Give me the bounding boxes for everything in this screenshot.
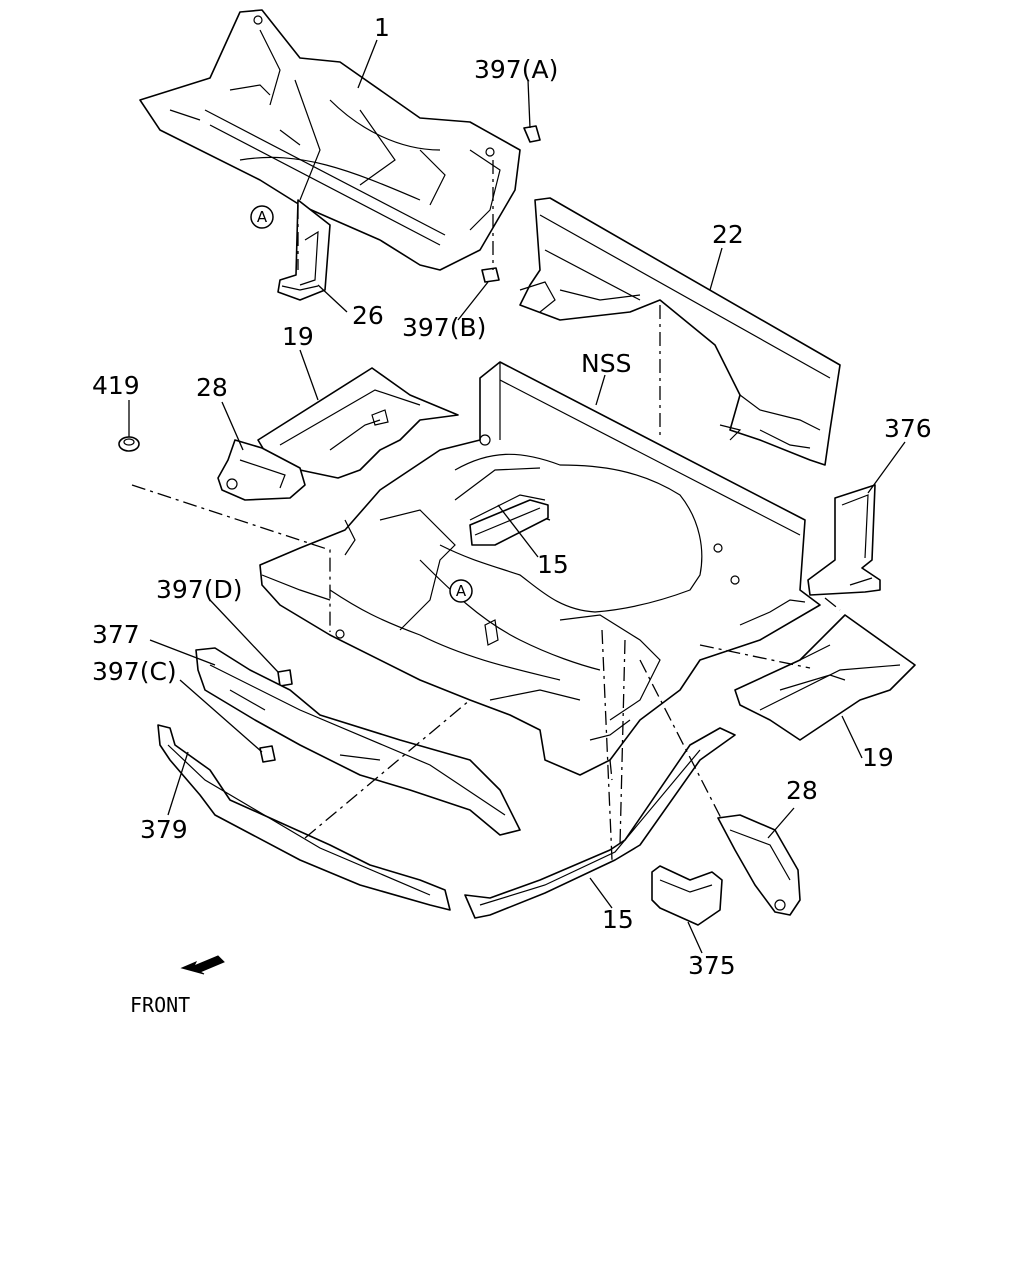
part-419-grommet <box>118 436 140 452</box>
leader-lines <box>128 39 906 954</box>
label-19-right: 19 <box>862 743 894 772</box>
part-1-floor-panel <box>139 9 521 271</box>
front-label: FRONT <box>130 993 190 1017</box>
marker-a-top-text: A <box>257 208 268 226</box>
part-375-panel <box>651 865 723 926</box>
label-397d: 397(D) <box>156 575 242 604</box>
marker-a-center: A <box>449 579 473 603</box>
label-22: 22 <box>712 220 744 249</box>
part-397d-clip <box>277 669 293 687</box>
part-15-rail-center <box>469 499 549 546</box>
marker-a-center-text: A <box>456 582 467 600</box>
label-376: 376 <box>884 414 932 443</box>
part-labels: 1 397(A) 22 26 397(B) 19 28 419 NSS 376 … <box>92 13 932 980</box>
marker-a-top: A <box>250 205 274 229</box>
label-397a: 397(A) <box>474 55 558 84</box>
label-375: 375 <box>688 951 736 980</box>
part-28-bracket-top <box>217 439 306 501</box>
label-379: 379 <box>140 815 188 844</box>
label-28-top: 28 <box>196 373 228 402</box>
label-nss: NSS <box>581 349 631 378</box>
label-28-right: 28 <box>786 776 818 805</box>
label-26: 26 <box>352 301 384 330</box>
label-1: 1 <box>374 13 390 42</box>
part-19-floor-side-right <box>734 614 916 741</box>
part-397b-clip <box>481 267 500 283</box>
front-indicator: FRONT <box>130 955 225 1017</box>
part-22-crossmember <box>519 197 841 466</box>
label-397b: 397(B) <box>402 313 486 342</box>
label-397c: 397(C) <box>92 657 177 686</box>
reference-lines <box>131 160 841 861</box>
part-379-bar <box>157 724 451 911</box>
part-397c-clip <box>259 745 276 763</box>
part-28-bracket-right <box>717 814 801 916</box>
part-377-front-crossmember <box>195 647 521 836</box>
label-15-center: 15 <box>537 550 569 579</box>
front-arrow-icon <box>180 955 225 975</box>
part-15-rail-bottom <box>464 727 736 919</box>
label-15-bottom: 15 <box>602 905 634 934</box>
part-376-bracket <box>807 484 881 596</box>
label-19-top: 19 <box>282 322 314 351</box>
part-26-bracket <box>277 199 331 301</box>
main-floor-assembly <box>259 361 821 776</box>
label-377: 377 <box>92 620 140 649</box>
label-419: 419 <box>92 371 140 400</box>
part-397a-clip <box>523 125 541 143</box>
